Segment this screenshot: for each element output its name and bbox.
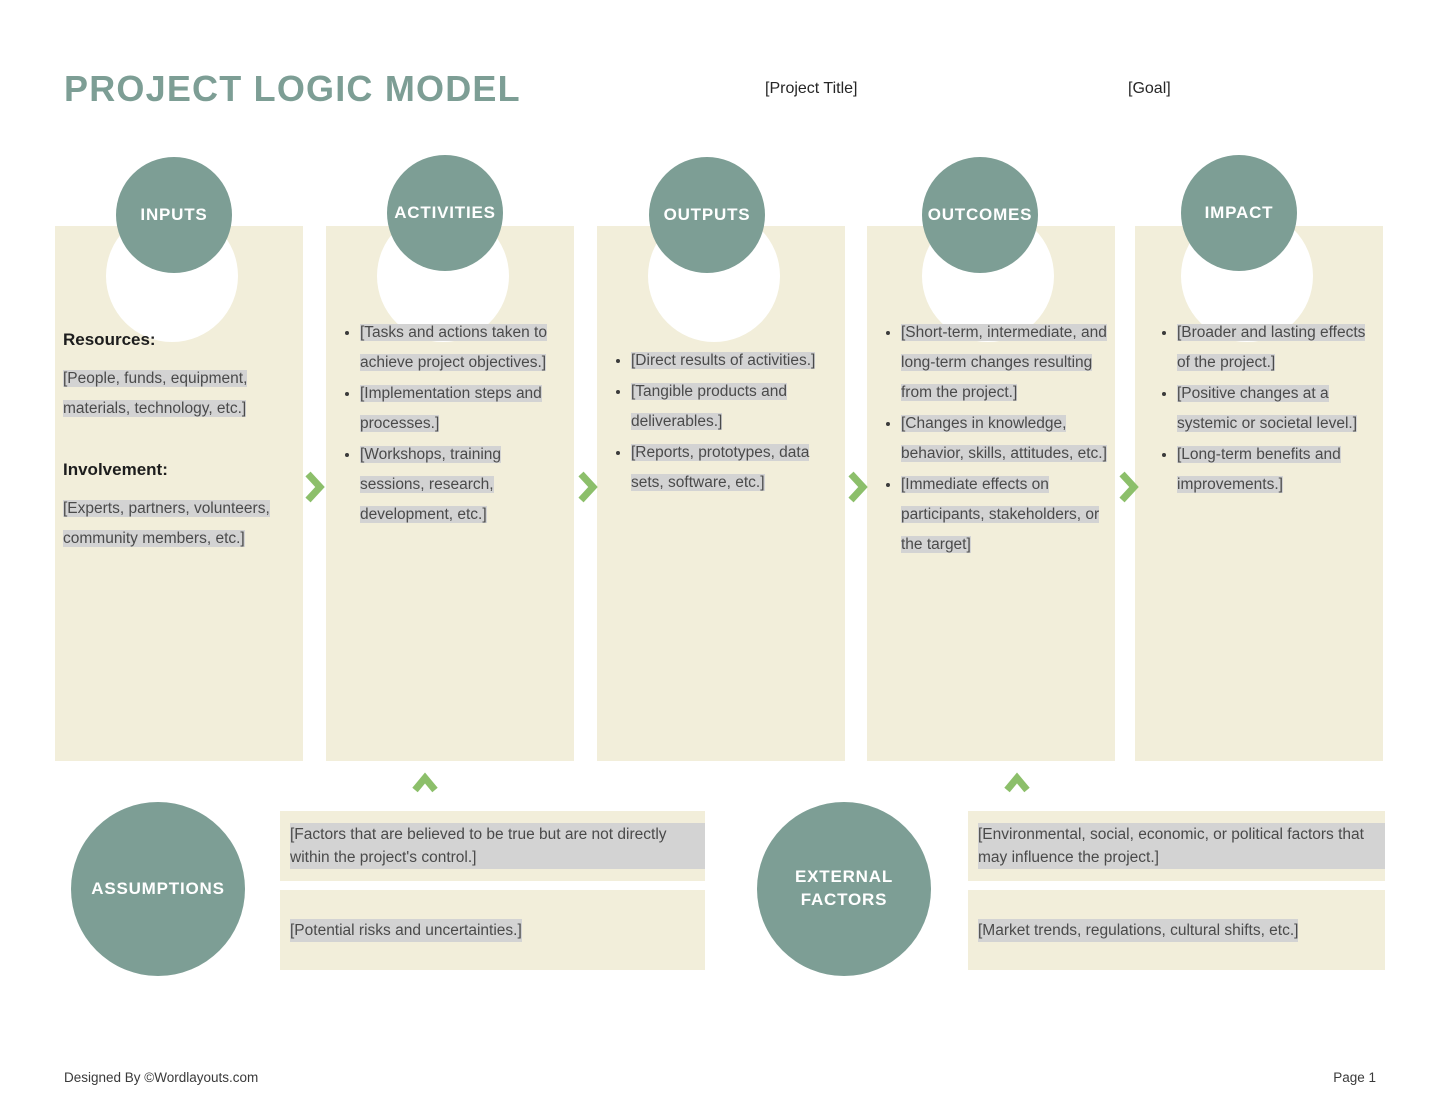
impact-bullet-list: [Broader and lasting effects of the proj… xyxy=(1147,318,1379,500)
impact-bullet-0[interactable]: [Broader and lasting effects of the proj… xyxy=(1177,324,1366,371)
list-item: [Changes in knowledge, behavior, skills,… xyxy=(901,409,1111,469)
column-panel-activities: [Tasks and actions taken to achieve proj… xyxy=(326,210,574,761)
outputs-bullet-list: [Direct results of activities.] [Tangibl… xyxy=(601,346,839,498)
external-factors-box-0: [Environmental, social, economic, or pol… xyxy=(968,811,1385,881)
impact-bullet-2[interactable]: [Long-term benefits and improvements.] xyxy=(1177,446,1341,493)
activities-bullet-0[interactable]: [Tasks and actions taken to achieve proj… xyxy=(360,324,547,371)
chevron-right-icon xyxy=(578,471,598,503)
column-label-outcomes: OUTCOMES xyxy=(927,204,1033,224)
column-label-outputs: OUTPUTS xyxy=(663,204,751,224)
outputs-bullet-2[interactable]: [Reports, prototypes, data sets, softwar… xyxy=(631,444,810,491)
project-title-field[interactable]: [Project Title] xyxy=(765,80,858,97)
inputs-heading-involvement: Involvement: xyxy=(63,460,168,479)
column-body-activities: [Tasks and actions taken to achieve proj… xyxy=(330,318,568,531)
inputs-section-resources: Resources: [People, funds, equipment, ma… xyxy=(63,330,295,424)
column-circle-activities[interactable]: ACTIVITIES xyxy=(387,155,503,271)
column-body-impact: [Broader and lasting effects of the proj… xyxy=(1147,318,1379,501)
list-item: [Immediate effects on participants, stak… xyxy=(901,470,1111,560)
list-item: [Short-term, intermediate, and long-term… xyxy=(901,318,1111,408)
external-factors-line-1: EXTERNAL xyxy=(794,867,893,887)
column-panel-outputs: [Direct results of activities.] [Tangibl… xyxy=(597,210,845,761)
bottom-label-assumptions: ASSUMPTIONS xyxy=(91,878,225,898)
external-factors-text-1[interactable]: [Market trends, regulations, cultural sh… xyxy=(978,918,1299,942)
assumptions-box-0: [Factors that are believed to be true bu… xyxy=(280,811,705,881)
column-circle-impact[interactable]: IMPACT xyxy=(1181,155,1297,271)
footer-credit: Designed By ©Wordlayouts.com xyxy=(64,1070,259,1085)
activities-bullet-1[interactable]: [Implementation steps and processes.] xyxy=(360,385,542,432)
outputs-bullet-0[interactable]: [Direct results of activities.] xyxy=(631,352,816,369)
column-panel-outcomes: [Short-term, intermediate, and long-term… xyxy=(867,210,1115,761)
list-item: [Positive changes at a systemic or socie… xyxy=(1177,379,1379,439)
bottom-circle-assumptions[interactable]: ASSUMPTIONS xyxy=(71,802,245,976)
goal-field[interactable]: [Goal] xyxy=(1128,80,1171,97)
footer-page-number: Page 1 xyxy=(1333,1070,1376,1085)
list-item: [Tasks and actions taken to achieve proj… xyxy=(360,318,568,378)
column-body-inputs: Resources: [People, funds, equipment, ma… xyxy=(63,330,295,576)
list-item: [Implementation steps and processes.] xyxy=(360,379,568,439)
chevron-right-icon xyxy=(305,471,325,503)
inputs-text-resources[interactable]: [People, funds, equipment, materials, te… xyxy=(63,370,248,417)
outcomes-bullet-2[interactable]: [Immediate effects on participants, stak… xyxy=(901,476,1100,553)
list-item: [Workshops, training sessions, research,… xyxy=(360,440,568,530)
inputs-heading-resources: Resources: xyxy=(63,330,156,349)
assumptions-text-1[interactable]: [Potential risks and uncertainties.] xyxy=(290,918,522,942)
column-label-inputs: INPUTS xyxy=(140,204,208,224)
activities-bullet-2[interactable]: [Workshops, training sessions, research,… xyxy=(360,446,501,523)
column-panel-impact: [Broader and lasting effects of the proj… xyxy=(1135,210,1383,761)
assumptions-text-0[interactable]: [Factors that are believed to be true bu… xyxy=(290,823,705,869)
impact-bullet-1[interactable]: [Positive changes at a systemic or socie… xyxy=(1177,385,1358,432)
chevron-right-icon xyxy=(1119,471,1139,503)
column-label-activities: ACTIVITIES xyxy=(394,202,496,222)
list-item: [Long-term benefits and improvements.] xyxy=(1177,440,1379,500)
bottom-circle-external-factors[interactable]: EXTERNAL FACTORS xyxy=(757,802,931,976)
outcomes-bullet-1[interactable]: [Changes in knowledge, behavior, skills,… xyxy=(901,415,1107,462)
assumptions-box-1: [Potential risks and uncertainties.] xyxy=(280,890,705,970)
outputs-bullet-1[interactable]: [Tangible products and deliverables.] xyxy=(631,383,787,430)
chevron-right-icon xyxy=(848,471,868,503)
chevron-up-icon xyxy=(1004,772,1030,793)
list-item: [Broader and lasting effects of the proj… xyxy=(1177,318,1379,378)
list-item: [Reports, prototypes, data sets, softwar… xyxy=(631,438,839,498)
bottom-label-external-factors: EXTERNAL FACTORS xyxy=(795,866,893,912)
outcomes-bullet-0[interactable]: [Short-term, intermediate, and long-term… xyxy=(901,324,1107,401)
external-factors-line-2: FACTORS xyxy=(800,890,888,909)
activities-bullet-list: [Tasks and actions taken to achieve proj… xyxy=(330,318,568,530)
list-item: [Direct results of activities.] xyxy=(631,346,839,376)
external-factors-text-0[interactable]: [Environmental, social, economic, or pol… xyxy=(978,823,1385,869)
external-factors-box-1: [Market trends, regulations, cultural sh… xyxy=(968,890,1385,970)
column-body-outcomes: [Short-term, intermediate, and long-term… xyxy=(871,318,1111,561)
chevron-up-icon xyxy=(412,772,438,793)
column-label-impact: IMPACT xyxy=(1204,202,1274,222)
column-circle-outputs[interactable]: OUTPUTS xyxy=(649,157,765,273)
inputs-text-involvement[interactable]: [Experts, partners, volunteers, communit… xyxy=(63,500,270,547)
list-item: [Tangible products and deliverables.] xyxy=(631,377,839,437)
column-circle-outcomes[interactable]: OUTCOMES xyxy=(922,157,1038,273)
column-body-outputs: [Direct results of activities.] [Tangibl… xyxy=(601,346,839,499)
outcomes-bullet-list: [Short-term, intermediate, and long-term… xyxy=(871,318,1111,560)
inputs-section-involvement: Involvement: [Experts, partners, volunte… xyxy=(63,460,295,554)
column-circle-inputs[interactable]: INPUTS xyxy=(116,157,232,273)
column-panel-inputs: Resources: [People, funds, equipment, ma… xyxy=(55,210,303,761)
page-title: PROJECT LOGIC MODEL xyxy=(64,68,521,109)
